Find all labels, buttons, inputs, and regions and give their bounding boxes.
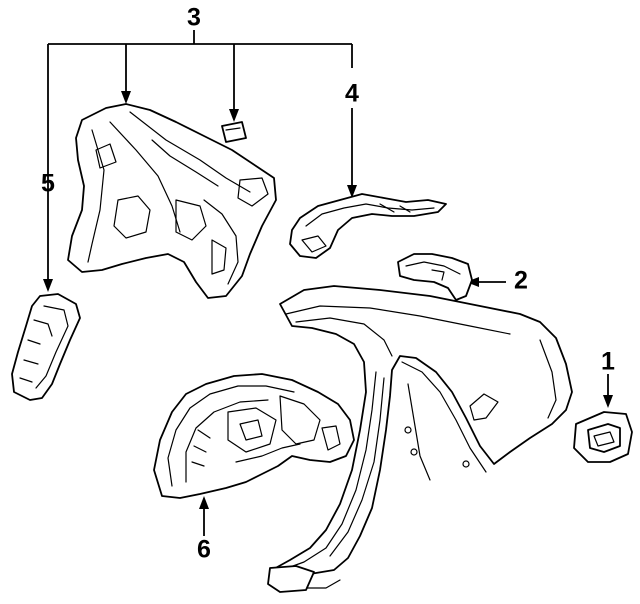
part-4-rail <box>289 193 447 259</box>
quarter-panel <box>267 285 573 593</box>
callout-2-leader <box>466 277 506 287</box>
part-6-inner-wheelhouse <box>153 373 355 499</box>
part-5-wheelhouse-extension <box>11 293 81 401</box>
callout-2: 2 <box>514 266 528 295</box>
callout-3-leaders <box>43 30 353 292</box>
part-3-inner-panel <box>67 103 277 299</box>
callout-3: 3 <box>187 3 201 32</box>
callout-5: 5 <box>41 169 55 198</box>
callout-4-leader <box>347 108 357 198</box>
callout-1-leader <box>603 374 613 408</box>
part-3-plate <box>221 121 247 143</box>
callout-6-leader <box>199 496 209 536</box>
callout-1: 1 <box>601 347 615 376</box>
callout-6: 6 <box>197 535 211 564</box>
part-2-bracket <box>397 253 473 301</box>
callout-4: 4 <box>345 79 359 108</box>
part-1-filler-housing <box>573 411 633 463</box>
